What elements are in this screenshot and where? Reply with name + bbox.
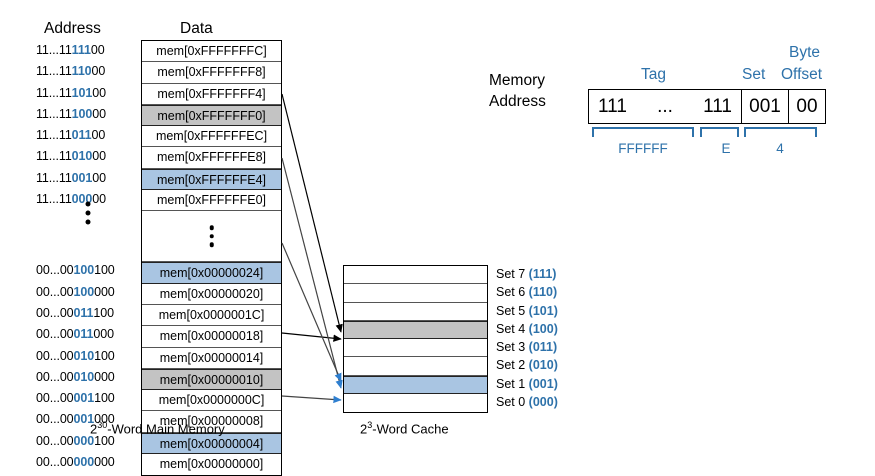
address-label: 00...00011100: [36, 305, 114, 320]
cache-caption-exponent: 3: [367, 420, 373, 430]
byte-offset-field: 00: [796, 95, 818, 117]
memory-cell: mem[0x00000024]: [142, 262, 281, 284]
cache-set-label: Set 2 (010): [496, 358, 558, 373]
address-ellipsis: [60, 188, 116, 238]
memory-cell: mem[0xFFFFFFF0]: [142, 104, 281, 127]
address-label: 00...00000100: [36, 433, 115, 448]
memory-address-bitfield-box: 111 ... 111 001 00: [588, 89, 826, 124]
tag-bits-right: 111: [703, 95, 732, 117]
bracket-label-offset: 4: [776, 141, 784, 156]
cache-caption-base: 2: [360, 421, 368, 437]
address-label: 11...1101000: [36, 149, 106, 164]
set-field: 001: [742, 90, 789, 123]
cache-set-row: [344, 375, 487, 395]
address-label: 00...00010100: [36, 348, 115, 363]
address-label: 00...00100000: [36, 284, 115, 299]
address-label: 11...1110000: [36, 106, 106, 121]
memory-cell: mem[0x00000000]: [159, 457, 264, 472]
data-column-header: Data: [180, 20, 213, 37]
memory-cell: mem[0xFFFFFFE4]: [142, 168, 281, 191]
cache-set-row: [344, 357, 487, 376]
memory-cell: mem[0x00000010]: [142, 368, 281, 391]
mm-caption-base: 2: [90, 421, 98, 437]
memory-cell: mem[0xFFFFFFF4]: [142, 84, 281, 105]
address-label: 11...1110100: [36, 85, 106, 100]
address-label: 00...00000000: [36, 455, 115, 470]
bracket-label-tag: FFFFFF: [618, 141, 668, 156]
address-label: 00...00010000: [36, 369, 115, 384]
address-column-header: Address: [44, 20, 101, 37]
mm-caption-exponent: 30: [97, 420, 108, 430]
cache-set-label: Set 4 (100): [496, 321, 558, 336]
address-label: 11...1111000: [36, 64, 106, 79]
memory-cell: mem[0x00000014]: [142, 348, 281, 369]
address-column: 11...1111100 11...1111000 11...1110100 11..…: [36, 40, 140, 473]
tag-caption: Tag: [641, 66, 666, 83]
memory-address-label-line1: Memory: [489, 72, 545, 89]
memory-address-label-line2: Address: [489, 93, 546, 110]
cache-set-row: [344, 339, 487, 358]
address-label: 00...00011000: [36, 327, 114, 342]
offset-caption: Offset: [781, 66, 823, 83]
cache-set-label: Set 3 (011): [496, 340, 558, 355]
memory-cell: mem[0x00000018]: [142, 326, 281, 348]
tag-bits-ellipsis: ...: [657, 95, 673, 117]
cache-set-label: Set 0 (000): [496, 395, 558, 410]
memory-cell: mem[0xFFFFFFE8]: [142, 147, 281, 169]
cache-table: [343, 265, 488, 414]
set-caption: Set: [742, 66, 766, 83]
memory-cell: mem[0x00000004]: [142, 432, 281, 455]
mm-caption-rest: -Word Main Memory: [107, 421, 225, 437]
memory-address-label: Memory Address: [489, 70, 546, 112]
memory-cell: mem[0xFFFFFFF8]: [142, 62, 281, 84]
tag-field: 111 ... 111: [589, 90, 742, 123]
bitfield-brackets: [592, 127, 817, 137]
cache-set-label: Set 5 (101): [496, 303, 558, 318]
byte-caption: Byte: [789, 44, 821, 61]
main-memory-table: mem[0xFFFFFFFC]mem[0xFFFFFFF8]mem[0xFFFF…: [141, 40, 282, 476]
address-label: 11...1101100: [36, 128, 106, 143]
main-memory-caption: 230-Word Main Memory: [90, 420, 225, 436]
cache-set-row: [344, 266, 487, 285]
cache-set-row: [344, 320, 487, 340]
memory-cell: mem[0xFFFFFFFC]: [142, 41, 281, 63]
cache-set-label: Set 7 (111): [496, 267, 557, 281]
memory-cell: mem[0x00000020]: [142, 284, 281, 305]
address-label: 11...1100100: [36, 170, 106, 185]
memory-cell: mem[0x0000001C]: [142, 305, 281, 327]
cache-set-row: [344, 394, 487, 413]
memory-ellipsis: [142, 211, 281, 263]
memory-cell: mem[0x0000000C]: [142, 390, 281, 412]
cache-set-row: [344, 284, 487, 303]
bracket-label-set: E: [721, 141, 731, 156]
cache-set-labels: Set 7 (111) Set 6 (110) Set 5 (101) Set 4 (…: [496, 265, 558, 411]
address-label: 11...1111100: [36, 43, 105, 57]
address-label: 00...00100100: [36, 263, 115, 278]
address-label: 00...00001000: [36, 412, 115, 427]
address-label: 00...00001100: [36, 391, 115, 406]
memory-cell: mem[0x00000008]: [142, 411, 281, 433]
cache-caption: 23-Word Cache: [360, 420, 449, 436]
cache-set-label: Set 1 (001): [496, 376, 558, 391]
cache-set-row: [344, 302, 487, 321]
memory-cell: mem[0xFFFFFFEC]: [142, 126, 281, 148]
memory-cell: mem[0xFFFFFFE0]: [142, 190, 281, 212]
cache-set-label: Set 6 (110): [496, 285, 558, 300]
tag-bits-left: 111: [598, 95, 627, 117]
cache-caption-rest: -Word Cache: [372, 421, 449, 437]
